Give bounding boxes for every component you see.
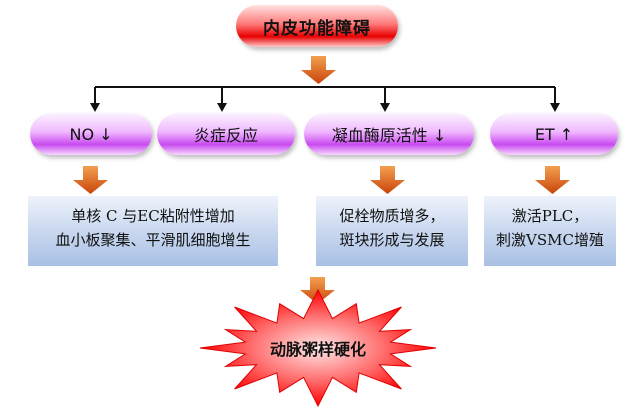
factor-pill-prothrombin: 凝血酶原活性 ↓ [304,113,474,155]
effect-et-line2: 刺激VSMC增殖 [496,231,604,249]
connector-arrowheads [90,103,560,112]
factor-label-inflammation: 炎症反应 [193,126,258,145]
arrow-et-down [535,166,570,194]
factor-label-et: ET ↑ [534,124,574,144]
effect-no-line2: 血小板聚集、平滑肌细胞增生 [55,231,251,249]
factor-label-no: NO ↓ [69,124,113,144]
factor-label-prothrombin: 凝血酶原活性 ↓ [331,126,447,145]
effect-box-no: 单核 C 与EC粘附性增加 血小板聚集、平滑肌细胞增生 [28,196,278,266]
factor-pill-et: ET ↑ [490,113,618,155]
arrow-top-down [301,56,336,84]
effect-prothrombin-line1: 促栓物质增多， [339,207,445,225]
effect-no-line1: 单核 C 与EC粘附性增加 [71,207,235,225]
factor-pill-no: NO ↓ [30,113,152,155]
connector-lines [94,86,556,104]
effect-et-line1: 激活PLC， [511,207,589,225]
effect-prothrombin-line2: 斑块形成与发展 [339,231,445,249]
arrow-prothrombin-down [370,166,405,194]
endothelial-dysfunction-pill: 内皮功能障碍 [236,5,398,47]
result-label: 动脉粥样硬化 [269,340,366,359]
endothelial-dysfunction-label: 内皮功能障碍 [263,18,371,39]
factor-pill-inflammation: 炎症反应 [157,113,295,155]
effect-box-et: 激活PLC， 刺激VSMC增殖 [484,196,616,266]
effect-box-prothrombin: 促栓物质增多， 斑块形成与发展 [316,196,468,266]
result-starburst [199,288,437,408]
arrow-no-down [73,166,108,194]
